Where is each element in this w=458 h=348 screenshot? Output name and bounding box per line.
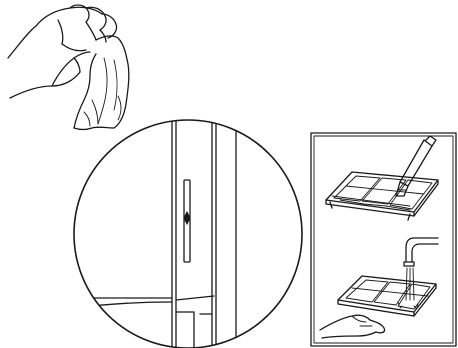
latch-icon (184, 180, 190, 262)
magnifier-circle-icon (74, 120, 302, 348)
filter-icon (326, 172, 438, 220)
filter-icon (338, 276, 436, 316)
hand-with-cloth-panel (8, 5, 129, 130)
filter-cleaning-panel (311, 133, 456, 346)
door-detail-panel (60, 118, 302, 348)
hand-icon (8, 5, 117, 98)
cloth-icon (74, 36, 129, 130)
panel-frame (311, 133, 456, 346)
brush-icon (396, 136, 436, 196)
hand-icon (320, 315, 385, 338)
faucet-icon (398, 238, 438, 308)
